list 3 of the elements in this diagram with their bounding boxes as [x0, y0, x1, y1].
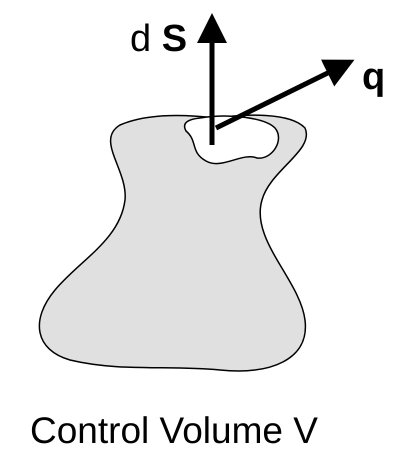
vector-label: q	[362, 58, 386, 96]
caption: Control Volume V	[30, 412, 318, 449]
vector-label: d S	[130, 20, 188, 58]
